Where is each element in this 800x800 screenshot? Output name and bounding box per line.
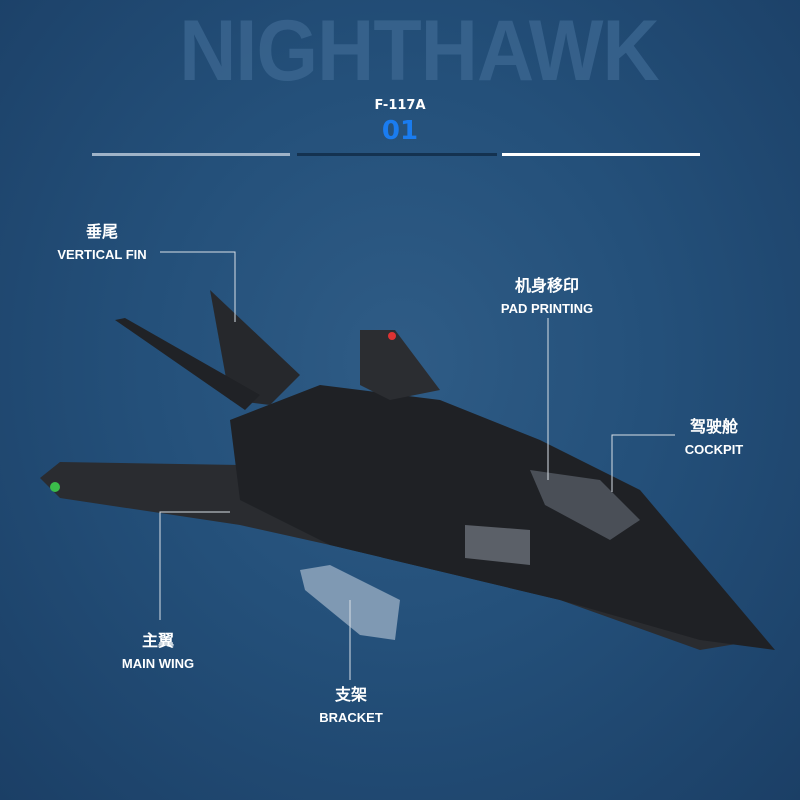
model-number: 01 xyxy=(381,116,419,146)
divider-middle xyxy=(297,153,497,156)
wingtip-light xyxy=(50,482,60,492)
intake-grille xyxy=(465,525,530,565)
model-label: F-117A xyxy=(374,98,426,113)
callout-line-main-wing xyxy=(159,511,230,620)
vertical-fin-right xyxy=(360,330,440,400)
callout-en: BRACKET xyxy=(319,710,383,725)
vertical-fin-left xyxy=(210,290,300,405)
callout-main-wing: 主翼 MAIN WING xyxy=(103,627,213,671)
callout-line-cockpit xyxy=(611,434,675,492)
cockpit-canopy xyxy=(530,470,640,540)
callout-line-vertical-fin xyxy=(160,251,236,322)
callout-bracket: 支架 BRACKET xyxy=(305,681,397,725)
callout-cn: 主翼 xyxy=(141,631,174,650)
divider-right xyxy=(502,153,700,156)
callout-en: PAD PRINTING xyxy=(500,301,594,316)
callout-cn: 机身移印 xyxy=(514,276,579,295)
callout-cn: 驾驶舱 xyxy=(689,417,738,436)
callout-en: MAIN WING xyxy=(121,656,195,671)
callout-cockpit: 驾驶舱 COCKPIT xyxy=(670,413,758,457)
callout-vertical-fin: 垂尾 VERTICAL FIN xyxy=(42,218,162,262)
vertical-fin-arm xyxy=(115,318,260,410)
tail-light xyxy=(388,332,396,340)
fuselage xyxy=(230,385,775,650)
callout-en: VERTICAL FIN xyxy=(57,247,147,262)
callout-cn: 支架 xyxy=(334,685,367,704)
callout-pad-printing: 机身移印 PAD PRINTING xyxy=(482,272,612,316)
background-title: NIGHTHAWK xyxy=(179,3,659,99)
divider-left xyxy=(92,153,290,156)
callout-lines xyxy=(159,251,675,680)
callout-en: COCKPIT xyxy=(684,442,744,457)
callout-cn: 垂尾 xyxy=(85,222,118,241)
